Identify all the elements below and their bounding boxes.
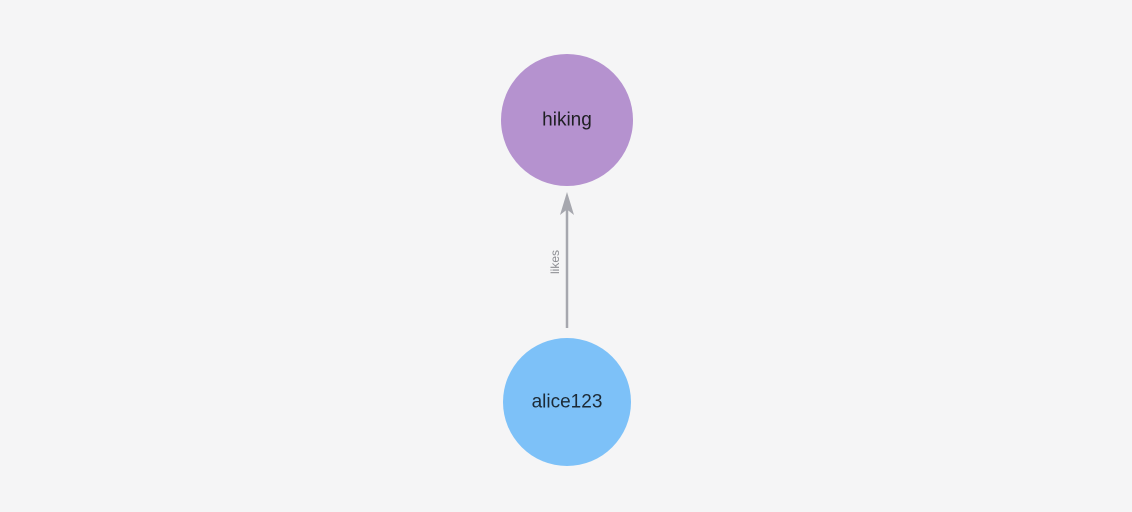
node-alice123[interactable]: alice123	[503, 338, 631, 466]
node-alice123-circle[interactable]	[503, 338, 631, 466]
edge-label: likes	[548, 250, 562, 274]
arrowhead-icon	[560, 192, 574, 215]
node-hiking[interactable]: hiking	[501, 54, 633, 186]
node-hiking-circle[interactable]	[501, 54, 633, 186]
node-hiking-label: hiking	[542, 110, 592, 131]
edge-likes: likes	[548, 192, 574, 328]
node-alice123-label: alice123	[532, 392, 603, 413]
